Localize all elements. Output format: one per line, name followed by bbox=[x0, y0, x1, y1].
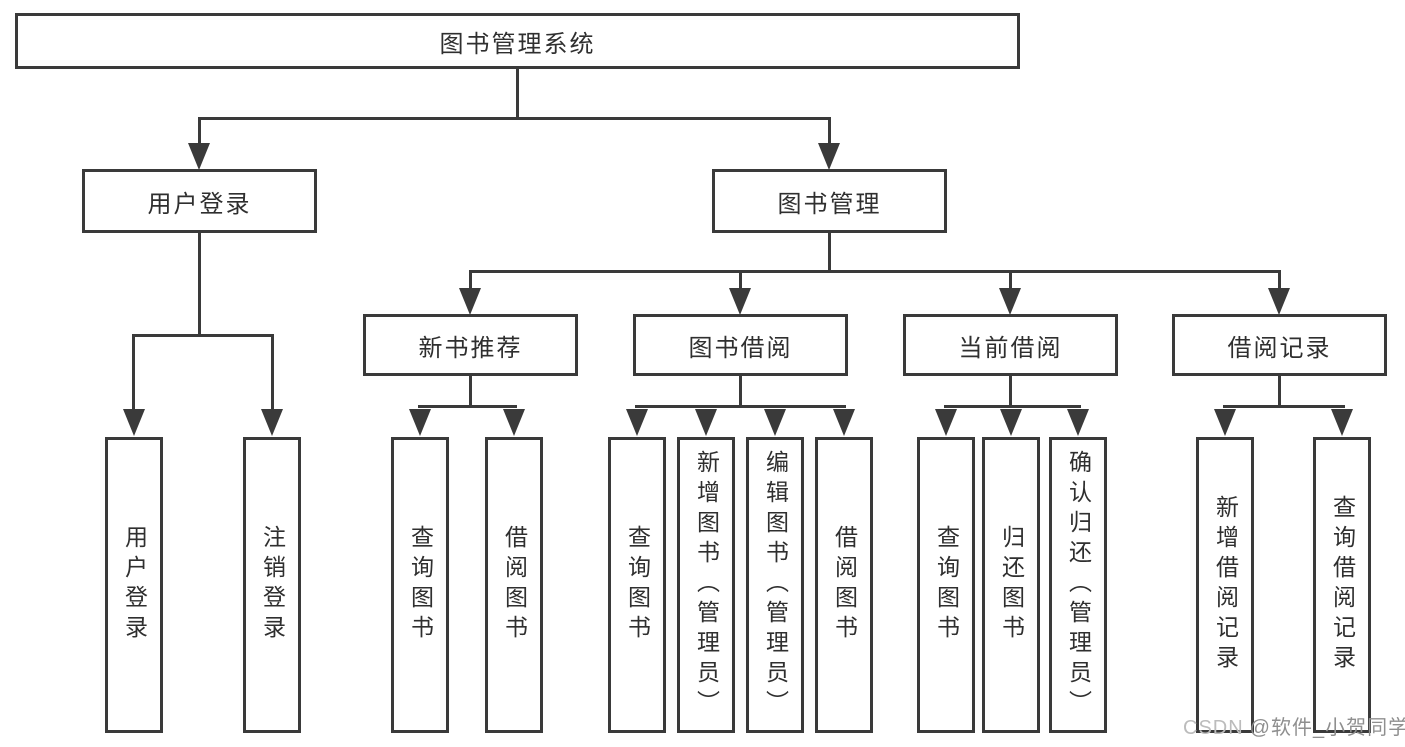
connector-drop-user-login bbox=[198, 117, 201, 144]
arrowhead-rec-add bbox=[1214, 409, 1236, 436]
connector-records-branch bbox=[1223, 405, 1345, 408]
node-user-login: 用户登录 bbox=[82, 169, 317, 233]
arrowhead-new-book bbox=[459, 288, 481, 315]
arrowhead-book-mgmt bbox=[818, 143, 840, 170]
connector-drop-leaf-login bbox=[132, 334, 135, 409]
leaf-cb-return-books: 归还图书 bbox=[982, 437, 1040, 733]
node-current-borrow: 当前借阅 bbox=[903, 314, 1118, 376]
arrowhead-cb-query bbox=[935, 409, 957, 436]
arrowhead-current bbox=[999, 288, 1021, 315]
arrowhead-cb-confirm bbox=[1067, 409, 1089, 436]
connector-user-login-down bbox=[198, 233, 201, 337]
connector-drop-leaf-logout bbox=[271, 334, 274, 409]
connector-user-login-branch bbox=[132, 334, 273, 337]
watermark-brand: CSDN bbox=[1183, 717, 1244, 739]
arrowhead-leaf-login bbox=[123, 409, 145, 436]
connector-root-down bbox=[516, 69, 519, 120]
leaf-rec-add-record: 新增借阅记录 bbox=[1196, 437, 1254, 733]
arrowhead-cb-return bbox=[1000, 409, 1022, 436]
connector-book-borrow-down bbox=[739, 376, 742, 408]
leaf-logout: 注销登录 bbox=[243, 437, 301, 733]
leaf-cb-confirm-return-admin: 确认归还（管理员） bbox=[1049, 437, 1107, 733]
leaf-bb-borrow-books: 借阅图书 bbox=[815, 437, 873, 733]
arrowhead-book-borrow bbox=[729, 288, 751, 315]
arrowhead-rec-query bbox=[1331, 409, 1353, 436]
connector-drop-book-borrow bbox=[739, 270, 742, 289]
arrowhead-leaf-logout bbox=[261, 409, 283, 436]
arrowhead-nb-query bbox=[409, 409, 431, 436]
arrowhead-bb-query bbox=[626, 409, 648, 436]
watermark-author: @软件_小贺同学 bbox=[1249, 717, 1405, 739]
connector-drop-records bbox=[1278, 270, 1281, 289]
connector-level1-branch bbox=[198, 117, 831, 120]
connector-book-borrow-branch bbox=[635, 405, 846, 408]
csdn-watermark: CSDN@软件_小贺同学 bbox=[1183, 711, 1405, 740]
connector-new-book-down bbox=[469, 376, 472, 408]
leaf-nb-query-books: 查询图书 bbox=[391, 437, 449, 733]
arrowhead-records bbox=[1268, 288, 1290, 315]
connector-drop-current bbox=[1009, 270, 1012, 289]
connector-records-down bbox=[1278, 376, 1281, 408]
connector-level2-branch bbox=[469, 270, 1280, 273]
arrowhead-bb-borrow bbox=[833, 409, 855, 436]
node-borrow-records: 借阅记录 bbox=[1172, 314, 1387, 376]
node-library-system: 图书管理系统 bbox=[15, 13, 1020, 69]
arrowhead-bb-edit bbox=[764, 409, 786, 436]
leaf-nb-borrow-books: 借阅图书 bbox=[485, 437, 543, 733]
connector-drop-book-mgmt bbox=[828, 117, 831, 144]
leaf-user-login: 用户登录 bbox=[105, 437, 163, 733]
leaf-bb-query-books: 查询图书 bbox=[608, 437, 666, 733]
arrowhead-user-login bbox=[188, 143, 210, 170]
leaf-bb-add-books-admin: 新增图书（管理员） bbox=[677, 437, 735, 733]
leaf-bb-edit-books-admin: 编辑图书（管理员） bbox=[746, 437, 804, 733]
connector-current-down bbox=[1009, 376, 1012, 408]
node-book-management: 图书管理 bbox=[712, 169, 947, 233]
leaf-cb-query-books: 查询图书 bbox=[917, 437, 975, 733]
leaf-rec-query-record: 查询借阅记录 bbox=[1313, 437, 1371, 733]
connector-book-mgmt-down bbox=[828, 233, 831, 273]
node-new-book-recommend: 新书推荐 bbox=[363, 314, 578, 376]
arrowhead-bb-add bbox=[695, 409, 717, 436]
connector-drop-new-book bbox=[469, 270, 472, 289]
arrowhead-nb-borrow bbox=[503, 409, 525, 436]
node-book-borrow: 图书借阅 bbox=[633, 314, 848, 376]
connector-new-book-branch bbox=[418, 405, 517, 408]
connector-current-branch bbox=[944, 405, 1081, 408]
